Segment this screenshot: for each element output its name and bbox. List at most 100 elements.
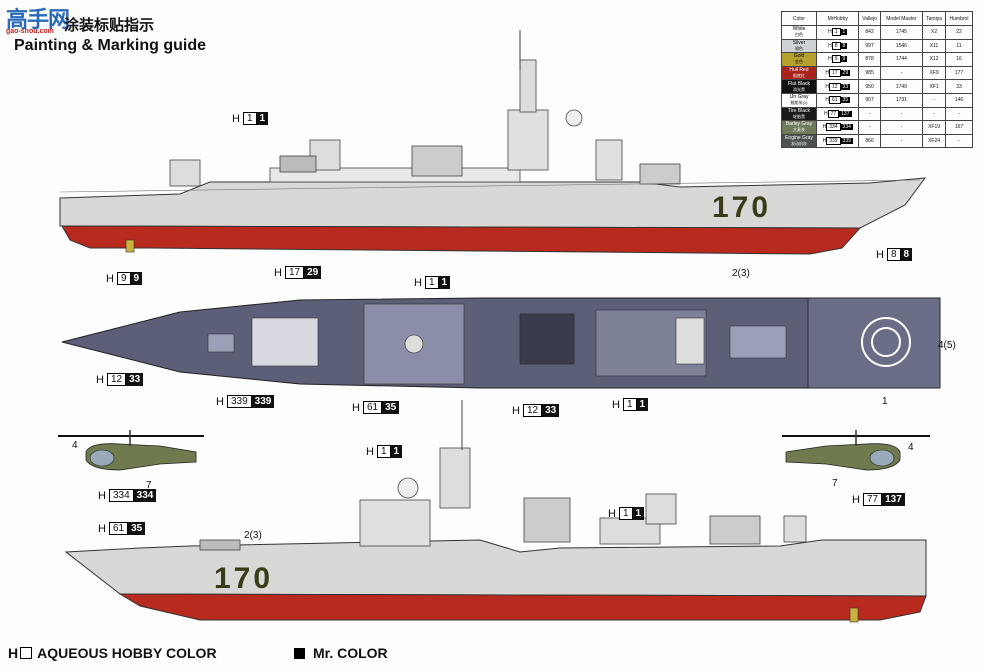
aqueous-code: 1: [618, 507, 633, 520]
color-name-cn: 白色: [795, 32, 803, 38]
hull-number-top: 170: [712, 191, 772, 224]
aqueous-label: AQUEOUS HOBBY COLOR: [37, 645, 217, 661]
color-name-cn: 大麦灰: [793, 127, 805, 133]
humbrol-cell: 22: [944, 25, 974, 40]
aqueous-code: 77: [827, 109, 840, 118]
color-name: Hull Red: [789, 67, 809, 74]
vallejo-cell: -: [858, 106, 881, 122]
tamiya-cell: X2: [922, 25, 946, 40]
mr-color-code: 334: [840, 124, 853, 131]
aqueous-prefix: H: [216, 395, 224, 408]
aqueous-code: 339: [226, 395, 252, 408]
site-logo-url: gao-shou.com: [6, 28, 54, 35]
aqueous-code: 1: [831, 28, 841, 37]
vallejo-cell: 842: [858, 25, 881, 40]
aqueous-prefix: H: [612, 398, 620, 411]
mr-color-code: 35: [840, 97, 851, 104]
model-master-cell: -: [879, 65, 924, 81]
helicopter-right: [782, 430, 930, 471]
tamiya-cell: X12: [922, 52, 946, 67]
tamiya-cell: XF1: [922, 79, 946, 94]
color-name: Flat Black: [788, 80, 810, 87]
mr-color-code: 33: [840, 83, 851, 90]
aqueous-code: 1: [376, 445, 391, 458]
callout-top-h9: H 9 9: [106, 272, 143, 285]
aqueous-code: 61: [362, 401, 383, 414]
helicopter-left: [58, 430, 204, 471]
vallejo-cell: 997: [858, 38, 881, 54]
aqueous-prefix: H: [106, 272, 114, 285]
side-view-bottom: [64, 400, 927, 623]
aqueous-code: 17: [284, 266, 305, 279]
site-logo: 高手网: [6, 8, 70, 33]
mr-color-code: 8: [840, 42, 848, 49]
callout-deck-h12: H 12 33: [96, 373, 144, 386]
color-name-cn: 舰船灰(1): [790, 100, 808, 106]
hull-number-bottom: 170: [214, 562, 274, 595]
color-name-cn: 轮胎黑: [793, 113, 805, 119]
model-master-cell: 1546: [879, 38, 924, 54]
part-ref-label: 4: [72, 440, 78, 451]
model-master-cell: 1745: [879, 25, 924, 40]
color-name: Gold: [793, 53, 805, 60]
callout-heli-h334: H 334 334: [98, 489, 157, 502]
col-header: Color: [781, 11, 817, 26]
tamiya-cell: XF19: [922, 120, 946, 135]
legend-aqueous: H AQUEOUS HOBBY COLOR: [8, 645, 217, 661]
color-name: IJn Gray: [789, 94, 809, 101]
mr-color-code: 1: [632, 507, 645, 520]
aqueous-code: 1: [242, 112, 257, 125]
humbrol-cell: 177: [944, 65, 974, 81]
tamiya-cell: XF24: [922, 133, 946, 149]
aqueous-prefix: H: [274, 266, 282, 279]
callout-deck-h339: H 339 339: [216, 395, 275, 408]
mr-color-code: 9: [130, 272, 143, 285]
aqueous-prefix: H: [232, 112, 240, 125]
mr-color-code: 339: [251, 395, 275, 408]
mr-color-code: 35: [128, 522, 146, 535]
col-header: MrHobby: [815, 11, 860, 26]
aqueous-prefix: H: [352, 401, 360, 414]
aqueous-code: 12: [522, 404, 543, 417]
model-master-cell: 1744: [879, 52, 924, 67]
vallejo-cell: 985: [858, 65, 881, 81]
color-reference-table: Color MrHobby Vallejo Model Master Tamiy…: [781, 11, 974, 149]
aqueous-code: 17: [828, 69, 841, 78]
part-ref-label: 4(5): [938, 340, 956, 351]
aqueous-code: 334: [108, 489, 134, 502]
aqueous-prefix: H: [96, 373, 104, 386]
aqueous-code: 9: [831, 55, 841, 64]
vallejo-cell: -: [858, 120, 881, 135]
col-header: Vallejo: [858, 11, 881, 26]
mr-color-code: 1: [840, 29, 848, 36]
vallejo-cell: 907: [858, 92, 881, 108]
callout-deck-h1: H 1 1: [414, 276, 451, 289]
mr-color-code: 137: [839, 110, 852, 117]
mr-color-label: Mr. COLOR: [313, 645, 388, 661]
model-master-cell: -: [879, 133, 924, 149]
aqueous-prefix: H: [512, 404, 520, 417]
callout-top-h17: H 17 29: [274, 266, 322, 279]
aqueous-code: 61: [828, 96, 841, 105]
color-name: Tire Black: [787, 107, 811, 114]
aqueous-prefix: H: [852, 493, 860, 506]
aqueous-prefix: H: [366, 445, 374, 458]
